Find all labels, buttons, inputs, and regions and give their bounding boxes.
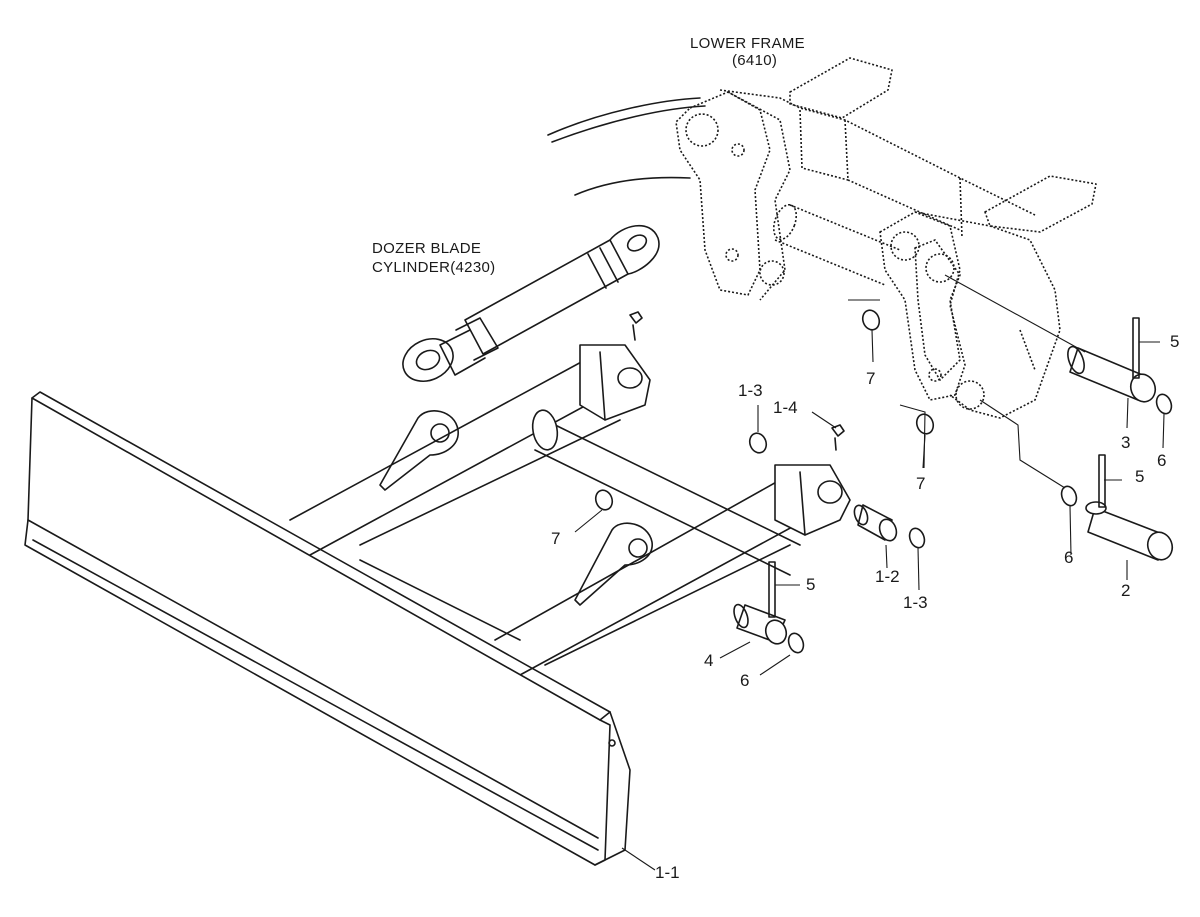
lower-frame-code: (6410) [732,52,778,69]
dozer-blade-cylinder [402,224,660,382]
callout-6-mid: 6 [1064,548,1074,567]
callout-1-1: 1-1 [655,863,680,882]
blade-frame [289,344,851,676]
callout-1-3-bottom: 1-3 [903,593,928,612]
lower-frame [547,57,1097,489]
callout-5-right: 5 [1170,332,1180,351]
callout-3: 3 [1121,433,1131,452]
callout-2: 2 [1121,581,1131,600]
callout-6-bottom: 6 [740,671,750,690]
dozer-blade [24,391,631,866]
lower-frame-title: LOWER FRAME [690,35,805,52]
callout-4: 4 [704,651,714,670]
callout-5-mid: 5 [1135,467,1145,486]
callout-7-upper: 7 [866,369,876,388]
cylinder-code: CYLINDER(4230) [372,259,496,276]
callout-1-4: 1-4 [773,398,798,417]
callout-7-left: 7 [551,529,561,548]
small-parts [594,309,1174,654]
leader-lines [574,299,1165,871]
callout-6-right: 6 [1157,451,1167,470]
callout-1-3-top: 1-3 [738,381,763,400]
cylinder-title: DOZER BLADE [372,240,482,257]
callout-5-bottom: 5 [806,575,816,594]
callout-1-2: 1-2 [875,567,900,586]
callout-7-middle: 7 [916,474,926,493]
